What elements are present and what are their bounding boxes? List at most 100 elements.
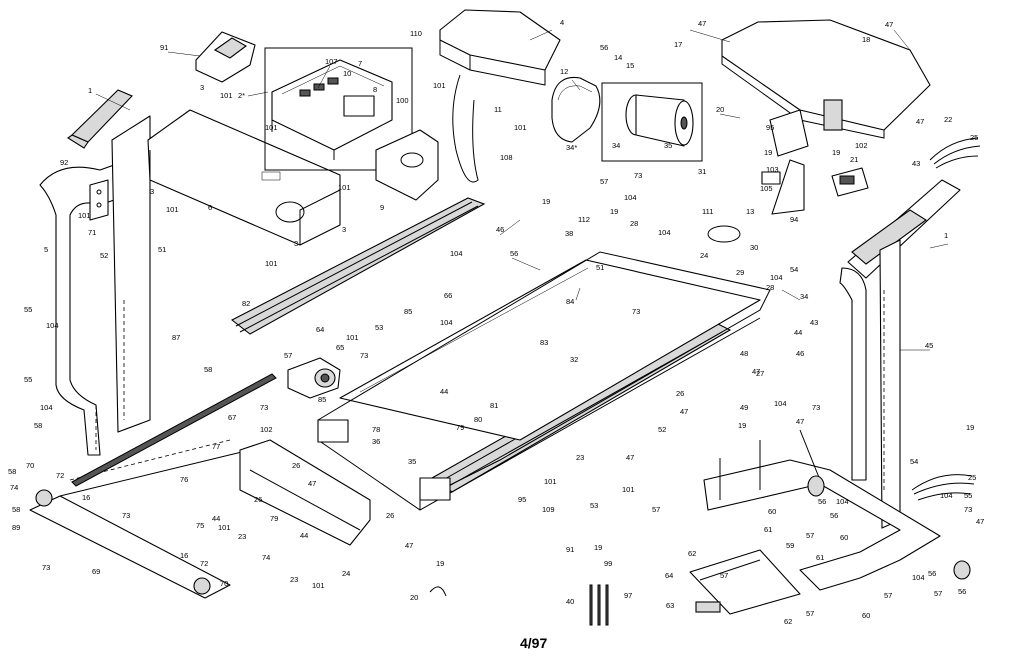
callout: 53 — [590, 501, 598, 510]
callout: 19 — [436, 559, 444, 568]
callout: 60 — [768, 507, 776, 516]
callout: 109 — [542, 505, 555, 514]
callout: 94 — [790, 215, 798, 224]
callout: 102 — [260, 425, 273, 434]
callout: 47 — [680, 407, 688, 416]
callout: 58 — [8, 467, 16, 476]
callout: 19 — [764, 148, 772, 157]
main-frame — [317, 251, 771, 511]
callout: 112 — [578, 215, 590, 224]
callout: 97 — [624, 591, 632, 600]
callout: 99 — [604, 559, 612, 568]
callout: 20 — [716, 105, 724, 114]
callout: 87 — [172, 333, 180, 342]
callout: 80 — [474, 415, 482, 424]
callout: 57 — [806, 609, 814, 618]
part-callouts: 91 1 3 101 101 2* 107 7 10 8 100 92 3 10… — [8, 18, 984, 626]
callout: 111 — [702, 207, 713, 216]
callout: 85 — [404, 307, 412, 316]
console-cover — [195, 31, 256, 83]
callout: 16 — [82, 493, 90, 502]
callout: 52 — [658, 425, 666, 434]
callout: 62 — [784, 617, 792, 626]
callout: 60 — [862, 611, 870, 620]
callout: 58 — [204, 365, 212, 374]
callout: 55 — [24, 375, 32, 384]
callout: 10 — [343, 69, 351, 78]
rear-rod — [71, 373, 277, 487]
callout: 48 — [740, 349, 748, 358]
callout: 40 — [566, 597, 574, 606]
callout: 23 — [290, 575, 298, 584]
callout: 57 — [720, 571, 728, 580]
callout: 63 — [666, 601, 674, 610]
callout: 47 — [698, 19, 706, 28]
callout: 36 — [372, 437, 380, 446]
callout: 55 — [964, 491, 972, 500]
diagram-footer: 4/97 — [520, 635, 547, 651]
callout: 26 — [676, 389, 684, 398]
callout: 104 — [658, 228, 671, 237]
callout: 11 — [494, 105, 502, 114]
callout: 53 — [375, 323, 383, 332]
callout: 13 — [746, 207, 754, 216]
callout: 47 — [796, 417, 804, 426]
callout: 35 — [408, 457, 416, 466]
leader-lines — [95, 29, 949, 351]
callout: 25 — [968, 473, 976, 482]
callout: 47 — [308, 479, 316, 488]
callout: 62 — [688, 549, 696, 558]
callout: 91 — [566, 545, 574, 554]
callout: 57 — [934, 589, 942, 598]
callout: 70 — [26, 461, 34, 470]
callout: 19 — [832, 148, 840, 157]
callout: 101 — [622, 485, 635, 494]
left-upright-assembly — [39, 89, 151, 456]
callout: 29 — [736, 268, 744, 277]
callout: 103 — [766, 165, 779, 174]
callout: 101 — [312, 581, 325, 590]
callout: 61 — [816, 553, 824, 562]
callout: 31 — [698, 167, 706, 176]
callout: 3 — [294, 239, 298, 248]
callout: 44 — [300, 531, 308, 540]
callout: 57 — [806, 531, 814, 540]
callout: 12 — [560, 67, 568, 76]
callout: 104 — [836, 497, 849, 506]
callout: 85 — [318, 395, 326, 404]
callout: 104 — [440, 318, 453, 327]
callout: 101 — [265, 123, 278, 132]
callout: 78 — [372, 425, 380, 434]
callout: 57 — [652, 505, 660, 514]
callout: 73 — [634, 171, 642, 180]
callout: 75 — [196, 521, 204, 530]
callout: 79 — [456, 423, 464, 432]
callout: 101 — [78, 211, 91, 220]
callout: 30 — [750, 243, 758, 252]
callout: 15 — [626, 61, 634, 70]
callout: 104 — [770, 273, 783, 282]
callout: 19 — [966, 423, 974, 432]
callout: 56 — [600, 43, 608, 52]
callout: 73 — [632, 307, 640, 316]
callout: 74 — [262, 553, 270, 562]
callout: 61 — [764, 525, 772, 534]
right-base-frame — [689, 429, 971, 615]
callout: 69 — [92, 567, 100, 576]
drive-belt — [551, 76, 601, 143]
callout: 23 — [576, 453, 584, 462]
callout: 91 — [160, 43, 168, 52]
callout: 20 — [410, 593, 418, 602]
callout: 107 — [325, 57, 338, 66]
callout: 59 — [786, 541, 794, 550]
callout: 2* — [238, 91, 245, 100]
callout: 18 — [862, 35, 870, 44]
callout: 92 — [60, 158, 68, 167]
handrail-bracket — [89, 179, 109, 221]
callout: 51 — [596, 263, 604, 272]
callout: 81 — [490, 401, 498, 410]
callout: 47 — [976, 517, 984, 526]
callout: 49 — [740, 403, 748, 412]
callout: 38 — [565, 229, 573, 238]
